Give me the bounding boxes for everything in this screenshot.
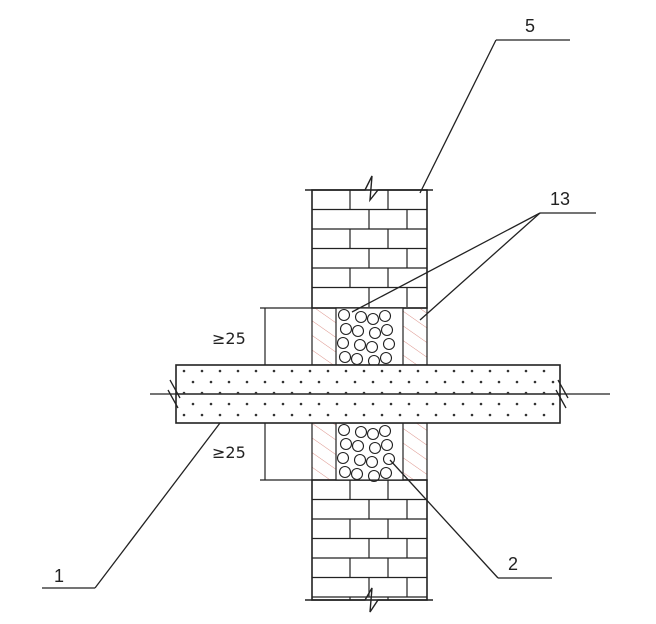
lower-brick-wall	[305, 479, 433, 613]
dimension-lines	[260, 307, 312, 481]
break-symbol-top	[305, 175, 433, 203]
lower-packing-material	[336, 423, 396, 483]
upper-packing-material	[336, 308, 396, 368]
horizontal-pipe	[150, 364, 610, 424]
pipe-break-left	[150, 379, 181, 409]
leader-lines	[42, 39, 596, 589]
callout-5-label: 5	[525, 16, 535, 36]
upper-sleeve-zone	[311, 307, 428, 368]
callout-2-label: 2	[508, 554, 518, 574]
break-symbol-bottom	[305, 587, 433, 613]
lower-sleeve-zone	[311, 422, 428, 483]
dimension-top-label: ≥25	[212, 329, 246, 348]
callout-13-label: 13	[550, 189, 570, 209]
dimension-bottom-label: ≥25	[212, 443, 246, 462]
pipe-break-right	[555, 379, 610, 409]
upper-brick-wall	[305, 175, 433, 309]
callout-1-label: 1	[54, 566, 64, 586]
